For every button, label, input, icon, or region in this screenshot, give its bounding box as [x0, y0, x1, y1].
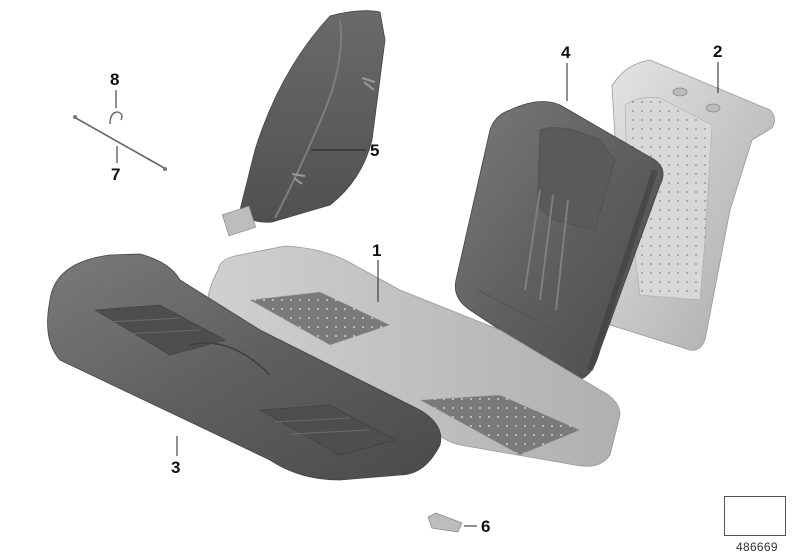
callout-1[interactable]: 1: [372, 241, 382, 260]
leader-lines: [115, 62, 719, 527]
callout-4[interactable]: 4: [561, 43, 571, 62]
part-4-backrest-cover: [454, 101, 664, 381]
part-5-side-bolster: [221, 10, 386, 237]
callout-7[interactable]: 7: [111, 165, 121, 184]
callout-2[interactable]: 2: [713, 42, 723, 61]
part-1-seat-foam: [206, 245, 621, 467]
reference-number: 486669: [736, 540, 778, 554]
part-3-seat-cover: [47, 253, 442, 481]
part-7-wire-rod: [73, 115, 167, 171]
callout-3[interactable]: 3: [171, 458, 181, 477]
reference-box: [724, 496, 786, 536]
part-6-bracket: [427, 512, 463, 533]
part-2-backrest-frame: [609, 59, 775, 351]
callout-6[interactable]: 6: [481, 517, 491, 536]
part-8-clip: [109, 111, 123, 125]
callout-8[interactable]: 8: [110, 70, 120, 89]
callout-5[interactable]: 5: [370, 141, 380, 160]
